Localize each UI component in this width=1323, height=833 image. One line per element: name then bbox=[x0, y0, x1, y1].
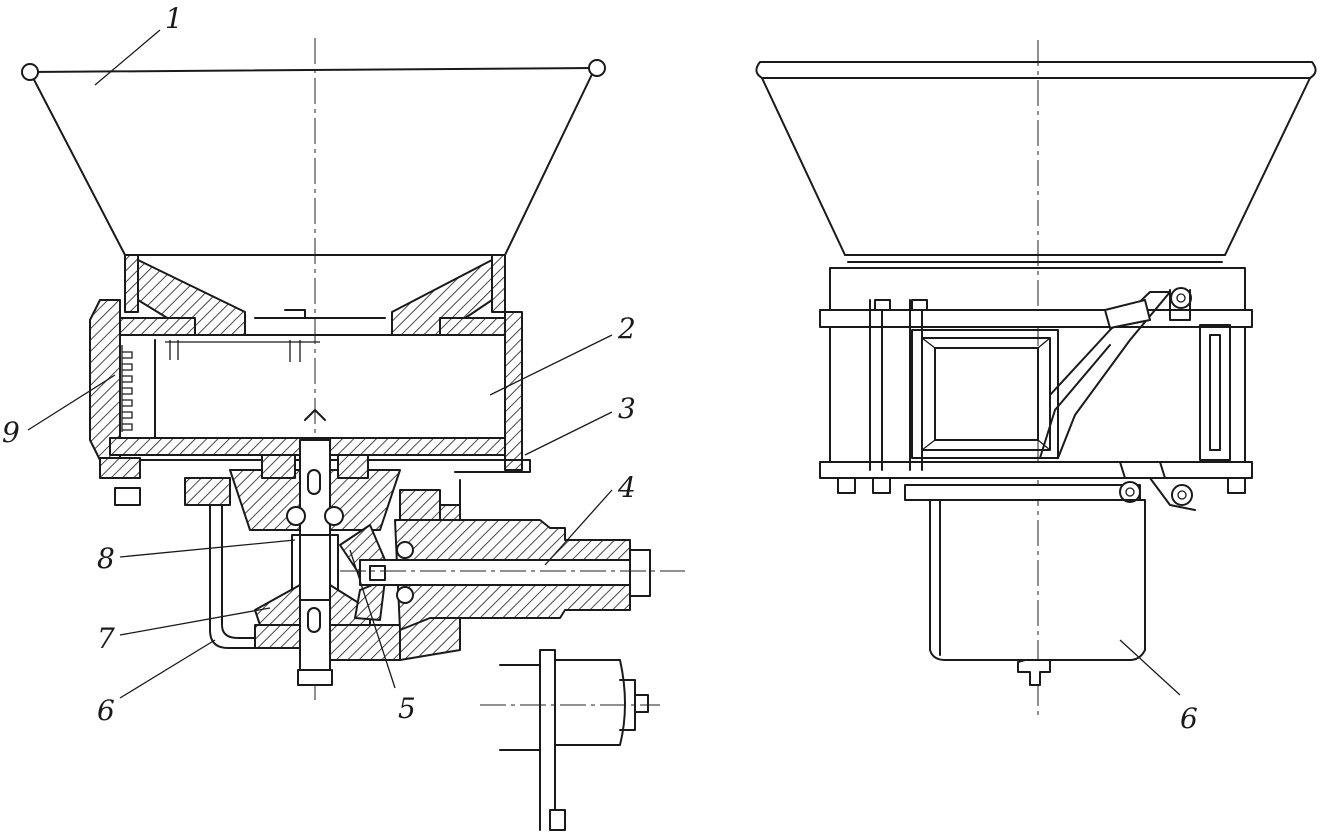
hopper-neck bbox=[109, 254, 521, 336]
label-gear: 7 bbox=[97, 622, 115, 655]
label-chamber: 2 bbox=[617, 312, 636, 345]
leader-lines bbox=[27, 29, 613, 699]
right-side-view: 6 bbox=[755, 40, 1317, 735]
hopper bbox=[21, 59, 606, 256]
right-hopper bbox=[755, 61, 1317, 263]
label-bevel-gear: 5 bbox=[398, 692, 416, 725]
right-frame bbox=[819, 267, 1253, 511]
motor-sketch bbox=[480, 649, 660, 831]
label-horizontal-shaft: 4 bbox=[617, 471, 636, 504]
label-motor-side: 6 bbox=[1180, 702, 1198, 735]
part-labels-left: 1 2 3 4 5 6 7 8 9 bbox=[2, 2, 636, 727]
label-motor: 6 bbox=[97, 694, 115, 727]
left-section-view: 1 2 3 4 5 6 7 8 9 bbox=[2, 2, 685, 831]
vertical-shaft bbox=[261, 409, 369, 686]
right-motor: 6 bbox=[929, 499, 1198, 735]
label-body: 3 bbox=[618, 392, 636, 425]
label-vertical-shaft: 8 bbox=[97, 542, 115, 575]
label-hopper: 1 bbox=[165, 2, 183, 35]
horizontal-shaft bbox=[340, 519, 685, 631]
label-comb: 9 bbox=[2, 416, 20, 449]
